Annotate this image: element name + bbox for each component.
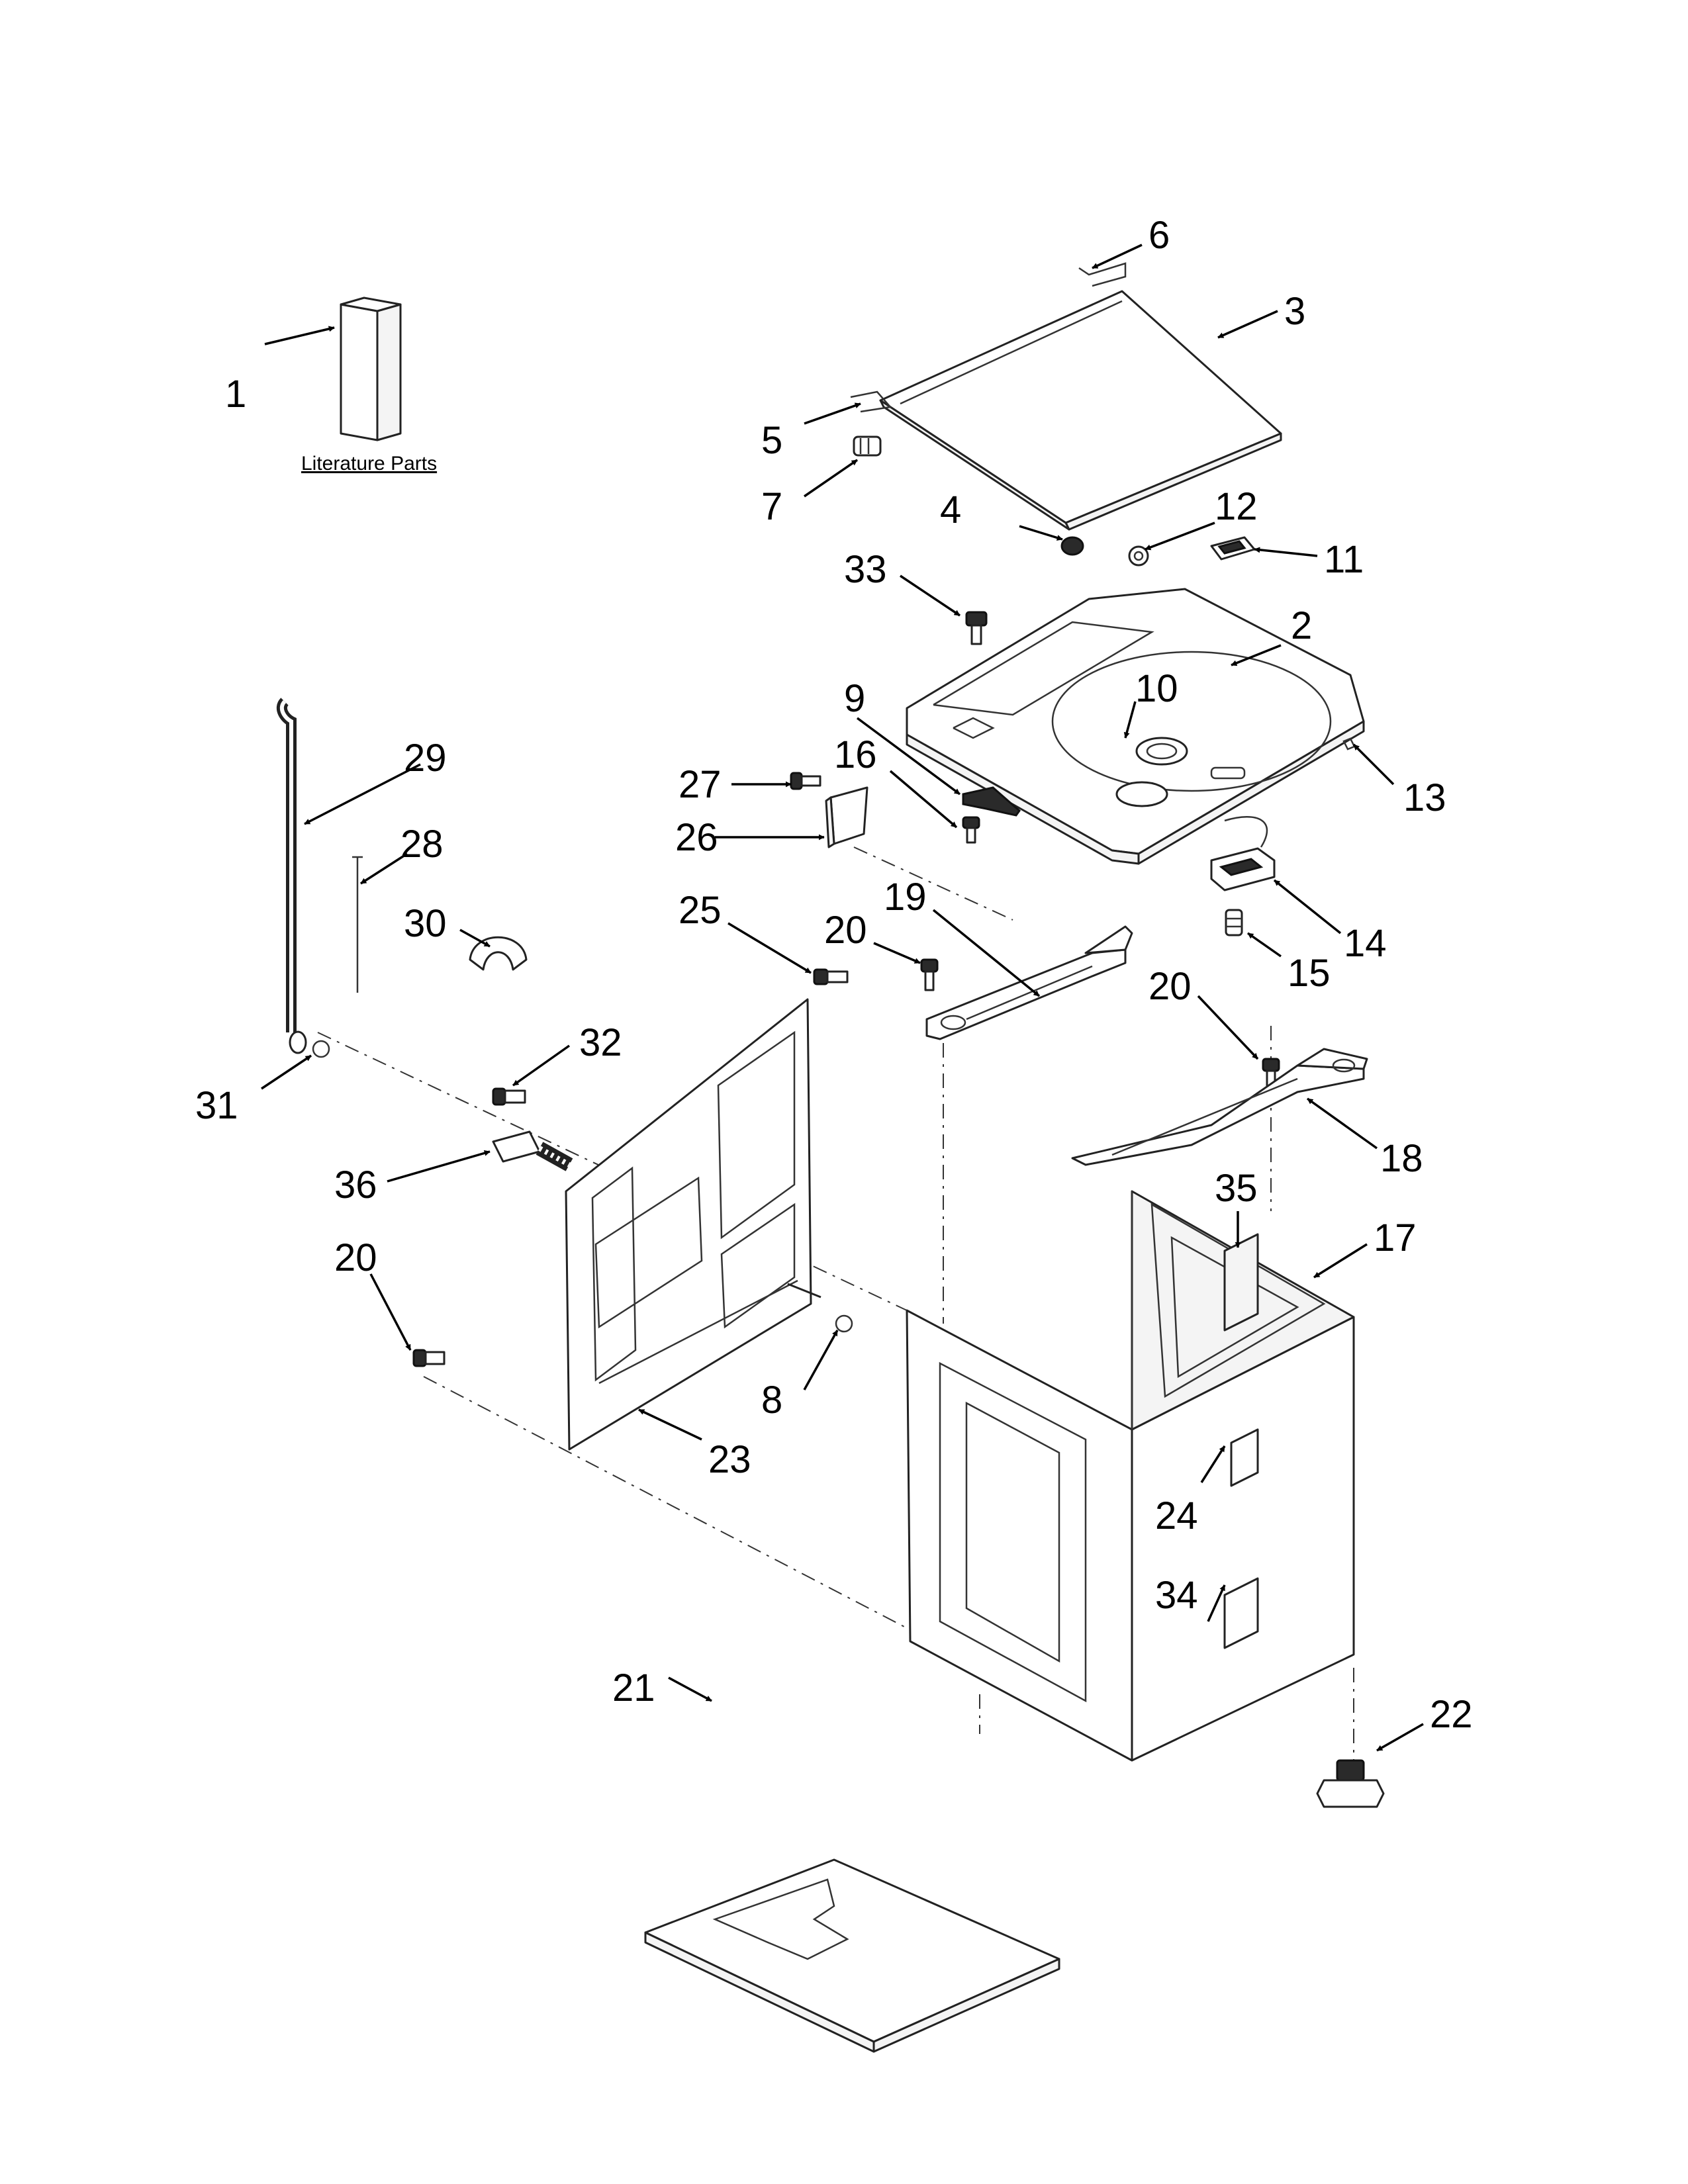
literature-parts-label: Literature Parts: [301, 453, 437, 475]
callout-25: 25: [679, 889, 722, 932]
callout-35: 35: [1215, 1167, 1258, 1210]
callout-11: 11: [1324, 538, 1364, 581]
callout-4: 4: [940, 488, 961, 531]
callout-18: 18: [1380, 1137, 1423, 1180]
callout-17: 17: [1374, 1216, 1417, 1259]
part-screw-right: [1225, 909, 1243, 936]
part-lid-hinge-rear: [1078, 262, 1127, 287]
callout-20-upper: 20: [824, 909, 867, 952]
callout-34: 34: [1155, 1574, 1198, 1617]
callout-13: 13: [1403, 776, 1446, 819]
part-screw-rear-panel: [492, 1087, 526, 1106]
callout-23: 23: [708, 1438, 751, 1481]
part-cable-tie: [352, 856, 363, 993]
callout-8: 8: [761, 1379, 782, 1422]
callout-21: 21: [612, 1666, 655, 1709]
part-literature: Literature Parts: [301, 296, 437, 475]
callout-12: 12: [1215, 485, 1258, 528]
part-hose-guide: [469, 936, 528, 971]
part-screw-left: [412, 1349, 445, 1367]
part-screw-brace: [813, 968, 849, 985]
part-screw-switch: [962, 816, 980, 844]
part-lid-hinge-front: [850, 390, 892, 413]
callout-32: 32: [579, 1021, 622, 1064]
part-grommet: [1128, 545, 1149, 567]
part-hose-clamp-top: [312, 1040, 330, 1058]
part-rear-brace: [1071, 1048, 1368, 1166]
callout-9: 9: [844, 677, 865, 720]
part-lid-bumper: [853, 435, 882, 457]
part-screw-top: [965, 611, 988, 645]
part-hose-clamp-bottom: [787, 1283, 853, 1333]
part-drain-hose: [276, 698, 307, 1054]
part-base-pan: [644, 1858, 1060, 2053]
part-switch-cover: [1210, 536, 1256, 561]
callout-10: 10: [1135, 667, 1178, 710]
callout-19: 19: [884, 876, 927, 919]
callout-2: 2: [1291, 604, 1312, 647]
callout-28: 28: [400, 823, 444, 866]
part-water-inlet: [492, 1130, 573, 1171]
part-top-cover: [906, 588, 1365, 865]
part-screw-bracket: [790, 772, 821, 790]
part-lid-switch: [962, 786, 1021, 817]
callout-36: 36: [334, 1163, 377, 1206]
part-rear-panel: [565, 998, 812, 1451]
callout-20-right: 20: [1149, 965, 1192, 1008]
part-bracket: [825, 786, 868, 848]
part-screw-front-brace: [920, 958, 939, 991]
callout-29: 29: [404, 737, 447, 780]
part-lid: [879, 290, 1282, 531]
callout-31: 31: [195, 1084, 238, 1127]
callout-27: 27: [679, 763, 722, 806]
callout-14: 14: [1344, 922, 1387, 965]
callout-1: 1: [225, 373, 246, 416]
part-leveling-leg: [1316, 1759, 1385, 1808]
callout-33: 33: [844, 548, 887, 591]
callout-22: 22: [1430, 1693, 1473, 1736]
part-cabinet: [906, 1190, 1355, 1762]
callout-20-left: 20: [334, 1236, 377, 1279]
callout-26: 26: [675, 816, 718, 859]
part-bumper-small: [1060, 536, 1084, 556]
callout-24: 24: [1155, 1494, 1198, 1537]
callout-16: 16: [834, 733, 877, 776]
callout-3: 3: [1284, 290, 1305, 333]
part-front-brace: [925, 925, 1133, 1040]
callout-30: 30: [404, 902, 447, 945]
part-switch-assembly: [1210, 816, 1276, 891]
callout-7: 7: [761, 485, 782, 528]
callout-6: 6: [1149, 214, 1170, 257]
callout-5: 5: [761, 419, 782, 462]
callout-15: 15: [1288, 952, 1331, 995]
callout-leaders: [261, 244, 1424, 1752]
callout-labels: 1 2 3 4 5 6 7 8 9 10 11 12 13 14 15 16 1…: [195, 214, 1473, 1736]
